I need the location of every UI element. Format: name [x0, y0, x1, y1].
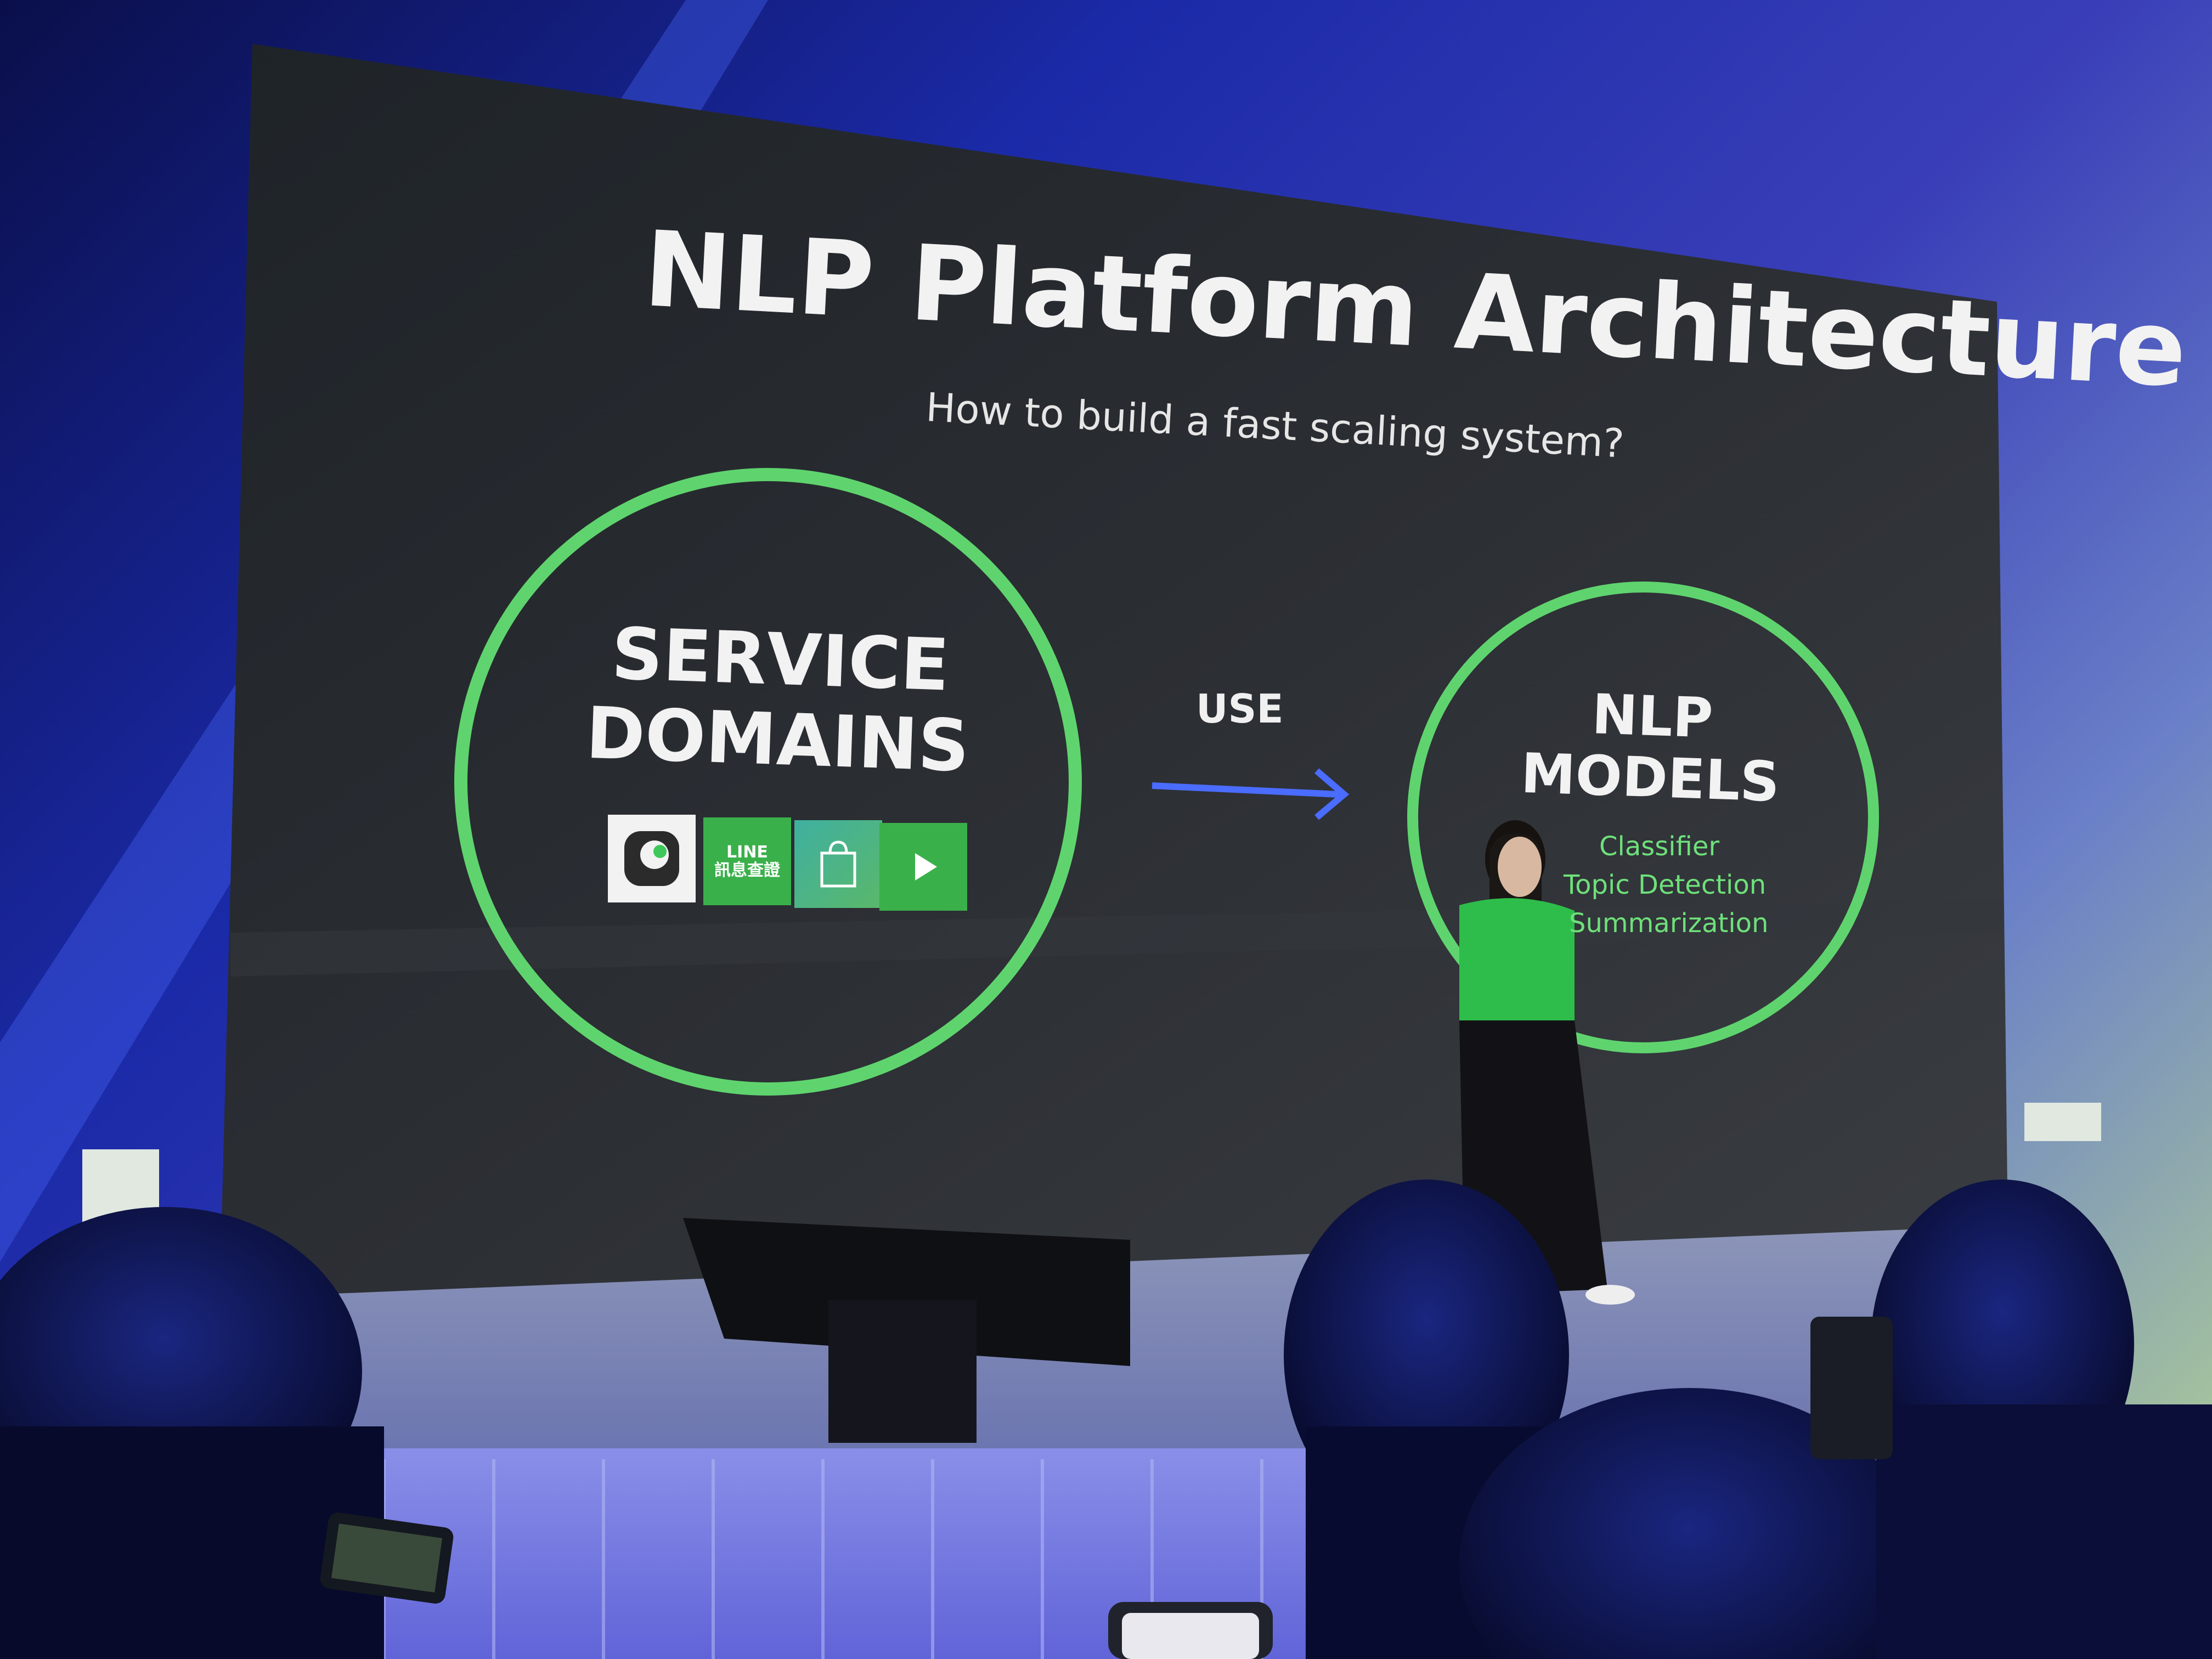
- model-item-topic-detection: Topic Detection: [1564, 870, 1767, 900]
- shopping-bag-icon: [794, 820, 882, 908]
- service-domains-circle: [454, 468, 1082, 1096]
- nlp-models-title: NLP MODELS: [1501, 681, 1801, 814]
- confidence-monitor: [683, 1218, 1130, 1366]
- line-tile-sublabel: 訊息查證: [714, 861, 780, 880]
- service-domains-line2: DOMAINS: [584, 691, 971, 788]
- audience-phone: [1810, 1317, 1893, 1459]
- use-arrow: [1152, 782, 1339, 798]
- nlp-models-line2: MODELS: [1520, 741, 1781, 815]
- nlp-models-circle: [1407, 582, 1879, 1053]
- audience-head: [1459, 1388, 1920, 1659]
- service-domains-title: SERVICE DOMAINS: [579, 612, 979, 788]
- model-item-classifier: Classifier: [1599, 831, 1720, 862]
- line-tile-label: LINE: [726, 843, 768, 862]
- line-fact-checker-icon: LINE 訊息查證: [703, 817, 791, 905]
- exit-sign-right: [2024, 1103, 2101, 1141]
- chat-bubble-icon: [608, 815, 696, 902]
- arrow-head-icon: [1314, 768, 1350, 820]
- monitor-stand: [828, 1300, 977, 1443]
- play-icon: [879, 823, 967, 911]
- use-label: USE: [1196, 686, 1284, 732]
- model-item-summarization: Summarization: [1569, 908, 1769, 939]
